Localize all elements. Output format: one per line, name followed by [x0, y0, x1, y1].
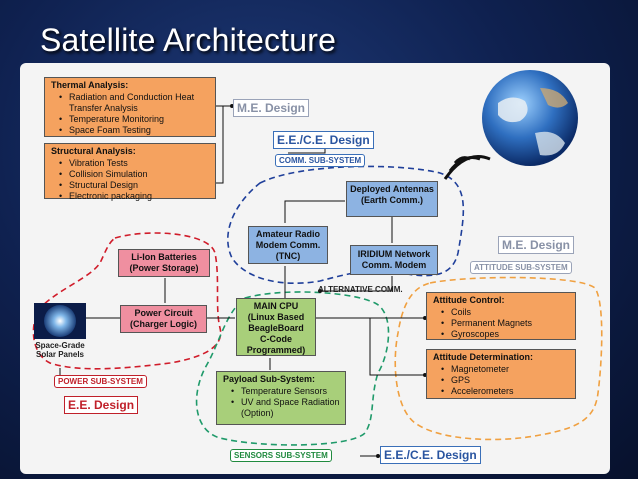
- structural-item: Electronic packaging: [59, 191, 215, 202]
- eece-design-top-label: E.E./C.E. Design: [273, 131, 374, 149]
- structural-item: Collision Simulation: [59, 169, 215, 180]
- power-circuit-box: Power Circuit (Charger Logic): [120, 305, 207, 333]
- thermal-analysis-box: Thermal Analysis: Radiation and Conducti…: [44, 77, 216, 137]
- batteries-box: Li-Ion Batteries (Power Storage): [118, 249, 210, 277]
- alt-comm-line: [320, 276, 393, 292]
- attitude-control-item: Gyroscopes: [441, 329, 575, 340]
- thermal-item: Temperature Monitoring: [59, 114, 215, 125]
- alternative-comm-label: ALTERNATIVE COMM.: [318, 285, 403, 294]
- payload-heading: Payload Sub-System:: [223, 374, 316, 384]
- cpu-to-determination-line: [369, 318, 425, 376]
- iridium-box: IRIDIUM Network Comm. Modem: [350, 245, 438, 275]
- eece-design-bottom-label: E.E./C.E. Design: [380, 446, 481, 464]
- thermal-heading: Thermal Analysis:: [51, 80, 129, 90]
- diagram-panel: Thermal Analysis: Radiation and Conducti…: [20, 63, 610, 474]
- signal-waves-icon: [443, 155, 491, 180]
- attitude-determination-heading: Attitude Determination:: [433, 352, 533, 362]
- payload-item: UV and Space Radiation (Option): [231, 397, 345, 419]
- attitude-control-item: Coils: [441, 307, 575, 318]
- attitude-subsystem-outline: [394, 276, 603, 441]
- attitude-determination-item: Accelerometers: [441, 386, 575, 397]
- solar-panel-icon: [34, 303, 86, 339]
- slide-title: Satellite Architecture: [40, 22, 337, 58]
- structural-item: Vibration Tests: [59, 158, 215, 169]
- attitude-control-item: Permanent Magnets: [441, 318, 575, 329]
- payload-item: Temperature Sensors: [231, 386, 345, 397]
- solar-panels-label: Space-Grade Solar Panels: [35, 341, 85, 359]
- earth-globe-icon: [482, 70, 578, 166]
- payload-box: Payload Sub-System: Temperature Sensors …: [216, 371, 346, 425]
- structural-item: Structural Design: [59, 180, 215, 191]
- amateur-radio-box: Amateur Radio Modem Comm. (TNC): [248, 226, 328, 264]
- antenna-to-radio-line: [284, 200, 345, 223]
- thermal-item: Space Foam Testing: [59, 125, 215, 136]
- comm-subsystem-label: COMM. SUB-SYSTEM: [275, 154, 366, 167]
- structural-to-me-line: [215, 106, 224, 184]
- me-design-top-label: M.E. Design: [233, 99, 310, 117]
- attitude-determination-item: GPS: [441, 375, 575, 386]
- attitude-control-heading: Attitude Control:: [433, 295, 505, 305]
- attitude-determination-item: Magnetometer: [441, 364, 575, 375]
- power-subsystem-label: POWER SUB-SYSTEM: [54, 375, 147, 388]
- antennas-box: Deployed Antennas (Earth Comm.): [346, 181, 438, 217]
- ee-design-label: E.E. Design: [64, 396, 139, 414]
- attitude-determination-box: Attitude Determination: Magnetometer GPS…: [426, 349, 576, 399]
- structural-heading: Structural Analysis:: [51, 146, 136, 156]
- sensors-subsystem-label: SENSORS SUB-SYSTEM: [230, 449, 332, 462]
- power-subsystem-outline: [32, 232, 222, 370]
- attitude-subsystem-label: ATTITUDE SUB-SYSTEM: [470, 261, 572, 274]
- connector-layer: [32, 70, 603, 458]
- attitude-control-box: Attitude Control: Coils Permanent Magnet…: [426, 292, 576, 340]
- thermal-item: Radiation and Conduction Heat Transfer A…: [59, 92, 215, 114]
- structural-analysis-box: Structural Analysis: Vibration Tests Col…: [44, 143, 216, 202]
- main-cpu-box: MAIN CPU (Linux Based BeagleBoard C-Code…: [236, 298, 316, 356]
- me-design-right-label: M.E. Design: [498, 236, 575, 254]
